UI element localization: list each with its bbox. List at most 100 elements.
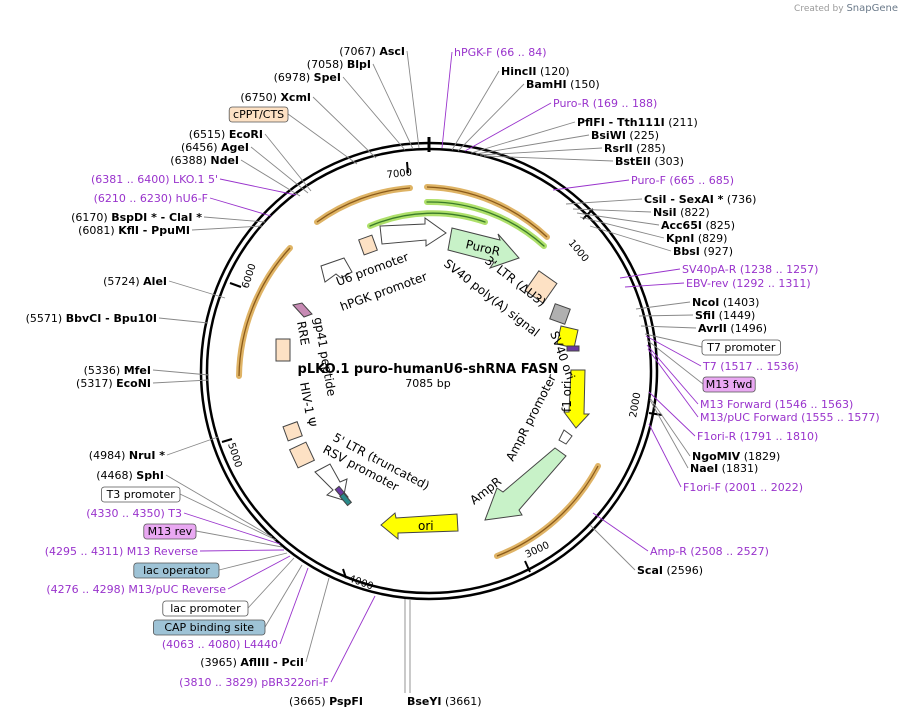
left-label-lac-operator-box [133, 562, 220, 579]
left-label-m13-rev: M13 rev [148, 525, 193, 538]
left-label-lac-operator-leader [218, 552, 288, 571]
tick-1000: 1000 [566, 238, 591, 265]
left-label-cap-binding-site-box [152, 619, 266, 636]
left-label-afliii-pcii-leader [305, 577, 330, 663]
left-label-blpi-leader [372, 63, 414, 150]
right-label-acc65i-leader [576, 212, 660, 226]
right-label-bsiwi: BsiWI (225) [591, 129, 659, 142]
right-label-f1ori-f: F1ori-F (2001 .. 2022) [683, 481, 803, 494]
left-label-hu6-f-leader [209, 197, 272, 217]
right-label-pflfi-tth111i-leader [470, 121, 576, 154]
left-label-bbvci-bpu10i-leader [158, 317, 209, 324]
right-label-puro-f-leader [552, 179, 630, 191]
right-label-pflfi-tth111i: PflFI - Tth111I (211) [577, 116, 698, 129]
right-label-puro-r: Puro-R (169 .. 188) [553, 97, 657, 110]
right-label-m13-forward: M13 Forward (1546 .. 1563) [700, 398, 853, 411]
left-label-lac-promoter: lac promoter [170, 602, 241, 615]
hpgk-arrow [379, 217, 447, 247]
left-label-sphi: (4468) SphI [96, 469, 164, 482]
left-label-lac-operator: lac operator [143, 564, 210, 577]
left-label-m13-reverse: (4295 .. 4311) M13 Reverse [45, 545, 198, 558]
left-label-mfei-leader [152, 369, 210, 376]
right-label-sv40pa-r-leader [619, 268, 681, 279]
right-label-scai-leader [589, 524, 636, 571]
left-label-spei: (6978) SpeI [274, 71, 341, 84]
right-label-bamhi: BamHI (150) [526, 78, 600, 91]
right-label-t7-promoter-leader [644, 333, 703, 348]
left-label-cppt-cts-leader [287, 113, 358, 165]
right-label-bbsi-leader [589, 225, 672, 252]
left-label-cppt-cts-box [228, 106, 289, 123]
right-label-ncoi-leader [635, 301, 691, 310]
left-label-econi-leader [152, 379, 210, 384]
left-label-blpi: (7058) BlpI [307, 58, 371, 71]
right-label-bbsi: BbsI (927) [673, 245, 733, 258]
left-label-alei-leader [168, 280, 226, 299]
right-label-nsii: NsiI (822) [653, 206, 710, 219]
left-label-cap-binding-site-leader [264, 564, 303, 628]
right-label-avrii: AvrII (1496) [698, 322, 767, 335]
right-label-ncoi: NcoI (1403) [692, 296, 759, 309]
right-label-bsteii: BstEII (303) [615, 155, 684, 168]
f1ori-arrow [563, 369, 591, 429]
purple-marker [566, 345, 580, 352]
psi-box [282, 421, 303, 442]
left-label-mfei: (5336) MfeI [84, 364, 151, 377]
right-label-naei: NaeI (1831) [690, 462, 758, 475]
right-label-f1ori-r: F1ori-R (1791 .. 1810) [697, 430, 818, 443]
label-ori: ori [418, 519, 434, 533]
right-label-amp-r: Amp-R (2508 .. 2527) [650, 545, 769, 558]
left-label-agei-leader [250, 146, 309, 194]
right-label-ngomiv-leader [649, 397, 691, 457]
right-label-kpni: KpnI (829) [666, 232, 727, 245]
right-label-ebv-rev-leader [624, 282, 685, 288]
left-label-bbvci-bpu10i: (5571) BbvCI - Bpu10I [26, 312, 157, 325]
right-label-t7: T7 (1517 .. 1536) [702, 360, 799, 373]
right-label-ngomiv: NgoMIV (1829) [692, 450, 780, 463]
right-label-naei-leader [649, 399, 689, 469]
right-label-m13-puc-forward: M13/pUC Forward (1555 .. 1577) [700, 411, 880, 424]
right-label-puro-r-leader [464, 102, 552, 152]
snapgene-credit: Created by SnapGene [794, 3, 898, 14]
right-label-rsrii: RsrII (285) [604, 142, 666, 155]
label-gp41: gp41 peptide [311, 316, 339, 397]
left-label-t3: (4330 .. 4350) T3 [86, 507, 182, 520]
left-label-m13-rev-leader [195, 530, 283, 548]
right-label-kpni-leader [579, 216, 665, 239]
right-label-m13-puc-forward-leader [647, 348, 699, 418]
right-label-m13-forward-leader [646, 344, 699, 405]
right-label-m13-fwd: M13 fwd [706, 378, 753, 391]
right-label-sv40pa-r: SV40pA-R (1238 .. 1257) [682, 263, 818, 276]
right-label-m13-fwd-leader [646, 339, 704, 385]
left-label-t3-promoter: T3 promoter [106, 488, 176, 501]
left-label-asci: (7067) AscI [339, 45, 405, 58]
right-label-rsrii-leader [479, 147, 603, 156]
right-label-sfii-leader [638, 314, 694, 317]
white-arrow-left [320, 257, 353, 283]
left-label-t3-promoter-leader [179, 493, 277, 541]
u6-box [358, 234, 378, 256]
left-label-kfli-ppumi-leader [191, 225, 263, 231]
left-label-cppt-cts: cPPT/CTS [233, 108, 284, 121]
left-label-l4440: (4063 .. 4080) L4440 [162, 638, 278, 651]
left-label-m13-puc-reverse: (4276 .. 4298) M13/pUC Reverse [46, 583, 226, 596]
left-label-spei-leader [342, 76, 406, 151]
left-label-xcmi: (6750) XcmI [240, 91, 311, 104]
right-label-csii-sexai: CsiI - SexAI * (736) [644, 193, 756, 206]
right-label-sfii: SfiI (1449) [695, 309, 755, 322]
left-label-nrui: (4984) NruI * [89, 449, 165, 462]
left-label-lko-1-5-leader [219, 178, 297, 196]
right-label-avrii-leader [640, 325, 697, 329]
left-label-hu6-f: (6210 .. 6230) hU6-F [94, 192, 208, 205]
left-label-econi: (5317) EcoNI [76, 377, 151, 390]
rre-box [275, 338, 291, 362]
left-label-alei: (5724) AleI [103, 275, 167, 288]
left-label-bspdi-clai-leader [203, 216, 266, 223]
left-label-bspdi-clai: (6170) BspDI * - ClaI * [71, 211, 202, 224]
left-label-ecori: (6515) EcoRI [189, 128, 263, 141]
ampr-promoter [558, 429, 573, 445]
ampr-arrow [484, 447, 567, 521]
label-rre: RRE [294, 320, 312, 346]
sv40pa-box [549, 303, 571, 325]
